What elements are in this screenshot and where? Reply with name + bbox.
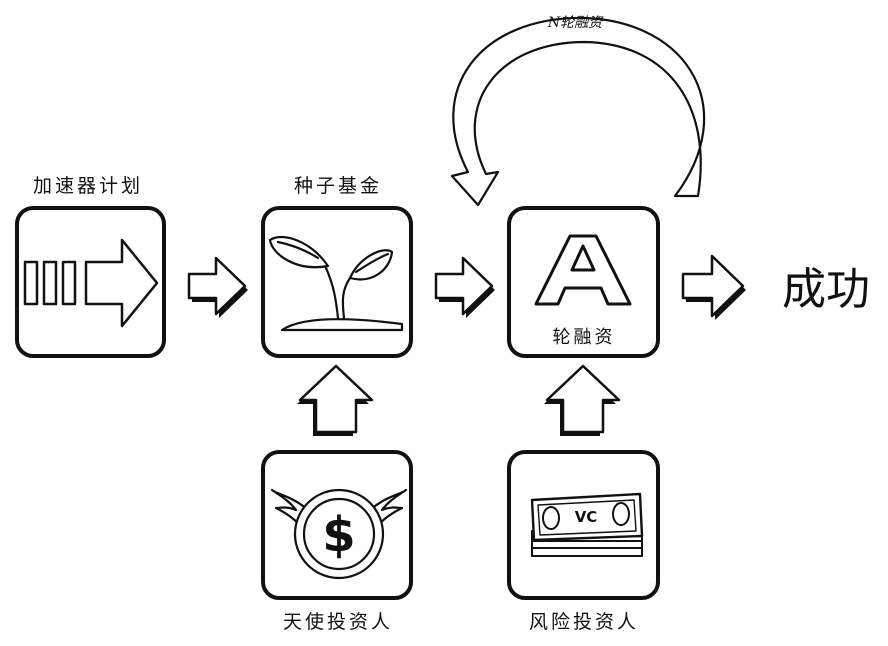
loop-arrow [450, 16, 705, 207]
arrow-a-round-to-success [681, 254, 746, 320]
vc-investor-label: 风险投资人 [529, 611, 639, 633]
seed-fund-box [261, 206, 413, 358]
winged-dollar-coin-icon: $ [270, 488, 408, 580]
arrow-accelerator-to-seed [187, 256, 248, 318]
angel-investor-label: 天使投资人 [283, 611, 393, 633]
a-round-label: 轮融资 [553, 327, 616, 348]
arrow-vc-to-a-round [544, 364, 621, 436]
fast-forward-arrow-icon [23, 238, 159, 328]
vc-bill-text: VC [575, 508, 598, 526]
a-round-box: 轮融资 [507, 206, 660, 358]
letter-a-icon [534, 234, 632, 306]
cash-stack-icon: VC [530, 492, 644, 557]
sprout-icon [268, 235, 404, 332]
success-label: 成功 [782, 264, 870, 315]
dollar-sign: $ [322, 507, 355, 563]
accelerator-label: 加速器计划 [33, 175, 143, 197]
vc-investor-box: VC [507, 450, 660, 600]
arrow-angel-to-seed [297, 364, 374, 436]
angel-investor-box: $ [261, 450, 413, 600]
arrow-seed-to-a-round [434, 256, 495, 318]
loop-label: N轮融资 [547, 15, 604, 31]
accelerator-box [15, 206, 166, 358]
seed-fund-label: 种子基金 [294, 175, 382, 197]
